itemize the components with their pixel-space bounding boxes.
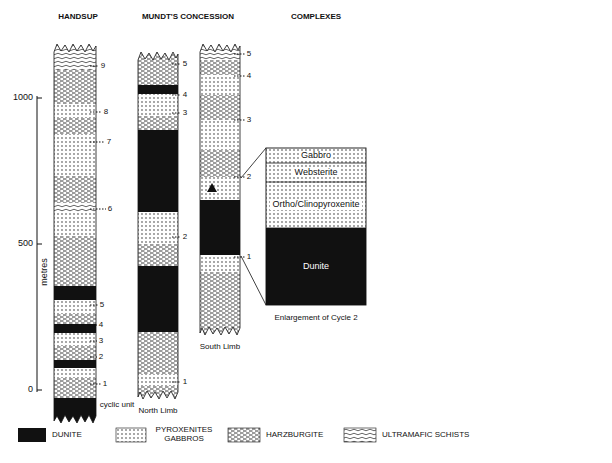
cycle-number: 9	[101, 62, 105, 71]
band-label: Gabbro	[299, 151, 333, 161]
axis-note: cyclic unit	[100, 401, 135, 410]
rock-band: Ortho/Clinopyroxenite	[266, 182, 366, 228]
cycle-number: 6	[108, 205, 112, 214]
handsup-column	[50, 40, 100, 426]
figure-caption: Enlargement of Cycle 2	[274, 314, 357, 323]
cycle-number: 4	[183, 91, 187, 100]
rock-band: Dunite	[266, 228, 366, 305]
cycle-number: 2	[247, 173, 251, 182]
cycle-number: 4	[99, 321, 103, 330]
cycle-number: 5	[247, 50, 251, 59]
cycle-number: 4	[247, 72, 251, 81]
axis-title: metres	[40, 258, 50, 286]
legend-text: HARZBURGITE	[266, 431, 323, 440]
scale-value: 1000	[13, 93, 33, 103]
rock-band: Gabbro	[266, 148, 366, 163]
legend-text: DUNITE	[52, 431, 82, 440]
cycle-number: 2	[99, 353, 103, 362]
scale-value: 500	[18, 239, 33, 249]
cycle-boundaries	[90, 54, 245, 384]
cycle-number: 5	[183, 60, 187, 69]
cycle-number: 2	[183, 233, 187, 242]
legend-swatches	[116, 428, 376, 442]
south-limb-column	[196, 40, 244, 338]
legend-text: ULTRAMAFIC SCHISTS	[382, 431, 469, 440]
scale-axis	[37, 96, 42, 392]
cycle-number: 7	[107, 138, 111, 147]
cycle-number: 8	[104, 108, 108, 117]
cycle-number: 1	[103, 380, 107, 389]
column-header: HANDSUP	[58, 13, 98, 22]
rock-band: Websterite	[266, 163, 366, 182]
cycle-number: 3	[247, 116, 251, 125]
column-header: COMPLEXES	[291, 13, 341, 22]
cycle-number: 3	[99, 337, 103, 346]
enlargement-box	[241, 148, 366, 305]
cycle-number: 3	[183, 109, 187, 118]
band-label: Dunite	[301, 262, 331, 272]
band-label: Ortho/Clinopyroxenite	[270, 200, 361, 210]
cycle-number: 1	[247, 253, 251, 262]
cycle-number: 1	[183, 378, 187, 387]
legend-swatch	[18, 428, 46, 442]
north-limb-column	[134, 48, 182, 402]
scale-value: 0	[28, 385, 33, 395]
sample-marker	[207, 183, 217, 192]
cycle-number: 5	[100, 301, 104, 310]
band-label: Websterite	[293, 168, 340, 178]
column-name: South Limb	[200, 343, 240, 352]
column-header: MUNDT'S CONCESSION	[142, 13, 234, 22]
column-name: North Limb	[138, 407, 177, 416]
legend-text: PYROXENITES GABBROS	[152, 426, 216, 444]
